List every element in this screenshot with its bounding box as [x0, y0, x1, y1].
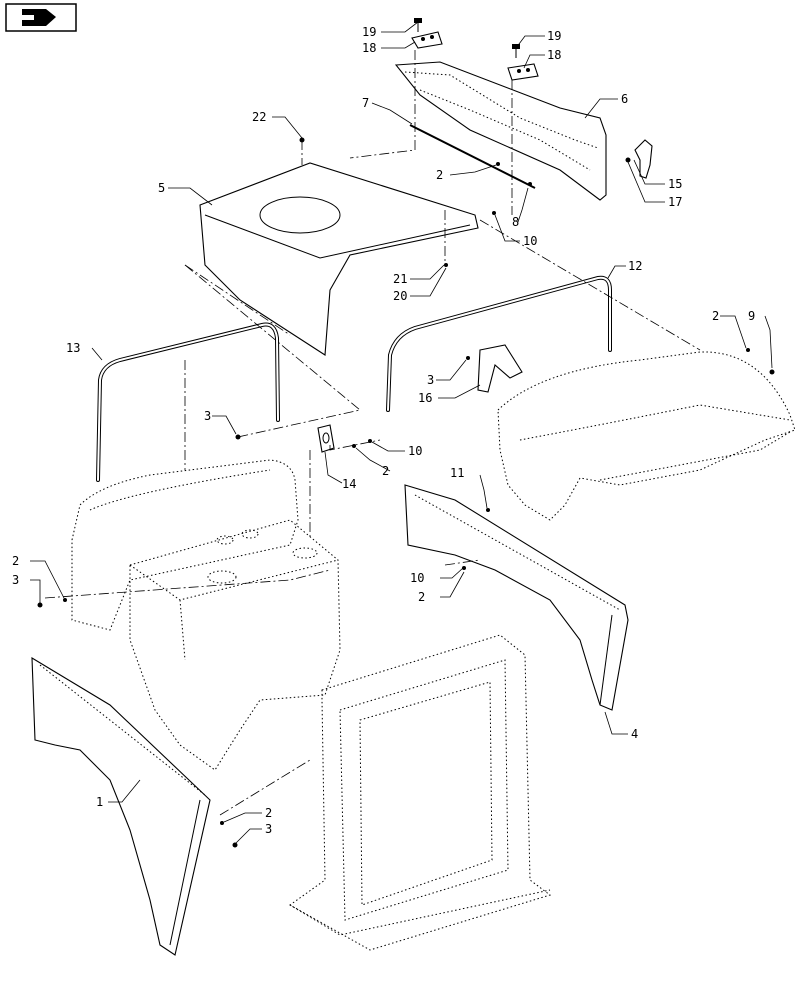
- fasteners: [37, 137, 775, 848]
- part-16-bracket: [477, 344, 523, 393]
- left-shroud: [71, 459, 299, 631]
- callout-13: 13: [66, 341, 80, 355]
- callout-22: 22: [252, 110, 266, 124]
- callout-15: 15: [668, 177, 682, 191]
- callout-3: 3: [427, 373, 434, 387]
- callout-19: 19: [547, 29, 561, 43]
- callout-10: 10: [523, 234, 537, 248]
- callout-3: 3: [265, 822, 272, 836]
- callout-2: 2: [382, 464, 389, 478]
- assembly-center-lines: [44, 50, 701, 816]
- callout-9: 9: [748, 309, 755, 323]
- callout-18: 18: [362, 41, 376, 55]
- callout-6: 6: [621, 92, 628, 106]
- callout-2: 2: [12, 554, 19, 568]
- callout-20: 20: [393, 289, 407, 303]
- navigation-arrow-icon[interactable]: [5, 3, 77, 32]
- callout-11: 11: [450, 466, 464, 480]
- main-frame: [289, 634, 552, 951]
- right-fender-cover: [497, 351, 796, 521]
- callout-labels: 19 18 19 18 6 7 22 2 15 17 5 8 10 21 20 …: [12, 25, 755, 836]
- part-12-frame-right: [386, 275, 612, 412]
- callout-3: 3: [12, 573, 19, 587]
- callout-18: 18: [547, 48, 561, 62]
- callout-10: 10: [410, 571, 424, 585]
- part-14-plate: [317, 424, 335, 453]
- callout-21: 21: [393, 272, 407, 286]
- callout-17: 17: [668, 195, 682, 209]
- callout-3: 3: [204, 409, 211, 423]
- callout-19: 19: [362, 25, 376, 39]
- part-5-hood: [199, 162, 479, 356]
- callout-7: 7: [362, 96, 369, 110]
- callout-2: 2: [712, 309, 719, 323]
- part-19-bolt-right: [512, 44, 520, 58]
- callout-16: 16: [418, 391, 432, 405]
- part-4-right-side-panel: [404, 484, 629, 711]
- part-6-rear-panel: [394, 61, 607, 201]
- callout-2: 2: [418, 590, 425, 604]
- part-18-hinge-left: [411, 31, 443, 49]
- callout-2: 2: [265, 806, 272, 820]
- leader-lines: [30, 21, 773, 844]
- callout-4: 4: [631, 727, 638, 741]
- part-18-hinge-right: [507, 63, 539, 81]
- callout-5: 5: [158, 181, 165, 195]
- part-1-left-side-panel: [31, 657, 211, 956]
- callout-14: 14: [342, 477, 356, 491]
- part-19-bolt-left: [414, 18, 422, 32]
- callout-12: 12: [628, 259, 642, 273]
- callout-8: 8: [512, 215, 519, 229]
- part-7-rod: [409, 124, 536, 189]
- callout-10: 10: [408, 444, 422, 458]
- part-13-frame-left: [96, 322, 280, 482]
- callout-2: 2: [436, 168, 443, 182]
- console-block: [129, 519, 341, 771]
- callout-1: 1: [96, 795, 103, 809]
- part-15-latch: [625, 139, 653, 179]
